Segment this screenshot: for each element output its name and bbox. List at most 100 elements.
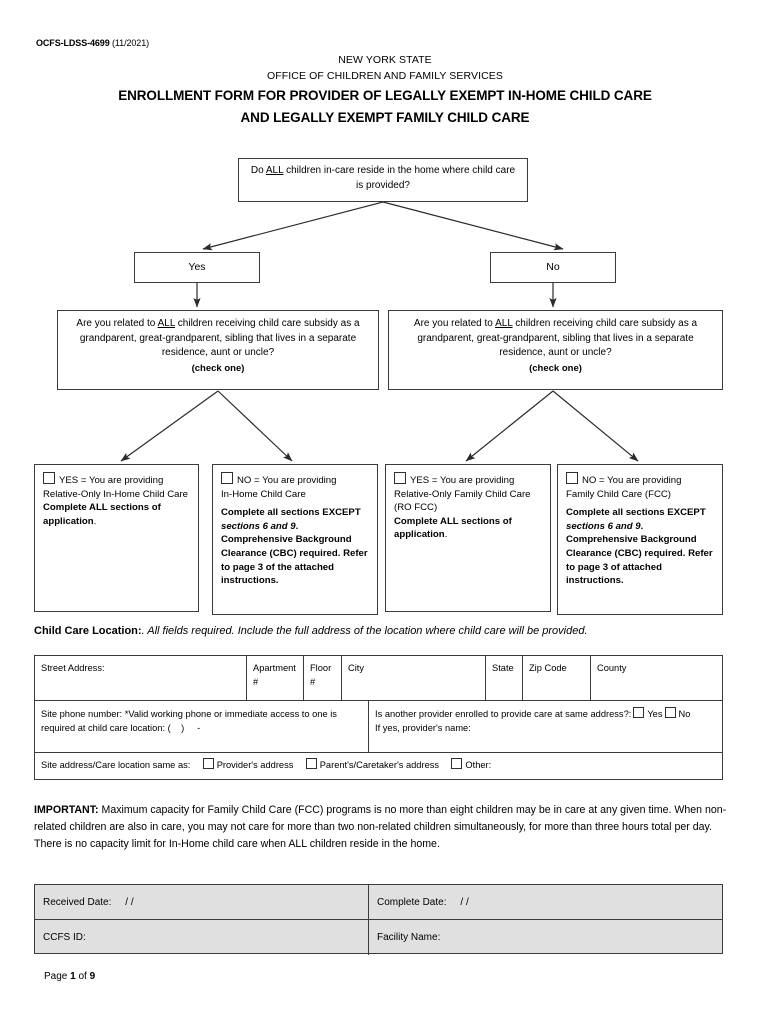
- label-received-date: Received Date:: [43, 897, 112, 908]
- related-right-text-before: Are you related to: [413, 318, 496, 329]
- field-county[interactable]: County: [591, 656, 722, 700]
- other-provider-yes-label: Yes: [647, 709, 663, 719]
- branch-box-no: No: [490, 252, 616, 283]
- site-phone-line1: Site phone number: *Valid working phone …: [41, 709, 337, 719]
- office-use-row-dates: Received Date: / / Complete Date: / /: [35, 885, 722, 920]
- phone-and-other-provider-row: Site phone number: *Valid working phone …: [35, 701, 722, 753]
- site-phone-dash: -: [197, 723, 201, 734]
- label-facility-name: Facility Name:: [377, 932, 441, 943]
- page-footer: Page 1 of 9: [44, 971, 95, 982]
- outcome1-instruction-line2: application.: [43, 515, 190, 529]
- footer-page-total: 9: [89, 971, 96, 982]
- field-city[interactable]: City: [342, 656, 486, 700]
- field-floor[interactable]: Floor #: [304, 656, 342, 700]
- field-site-address-same-as[interactable]: Site address/Care location same as: Prov…: [35, 753, 722, 779]
- outcome4-instruction-sections: sections 6 and 9: [566, 520, 641, 532]
- checkbox-other-provider-no[interactable]: [664, 707, 676, 718]
- checkbox-in-home[interactable]: [221, 472, 233, 484]
- related-left-text-after: children receiving child care subsidy as…: [79, 318, 360, 358]
- outcome2-instruction: Complete all sections EXCEPT sections 6 …: [221, 506, 369, 588]
- child-care-location-table: Street Address: Apartment # Floor # City…: [34, 655, 723, 780]
- office-use-table: Received Date: / / Complete Date: / / CC…: [34, 884, 723, 955]
- outcome-box-fcc: NO = You are providing Family Child Care…: [557, 464, 723, 615]
- related-left-text-before: Are you related to: [76, 318, 158, 329]
- outcome3-instruction-period: .: [444, 529, 448, 541]
- outcome3-label: YES = You are providing: [410, 475, 515, 486]
- field-complete-date[interactable]: Complete Date: / /: [369, 885, 722, 919]
- outcome-box-in-home: NO = You are providing In-Home Child Car…: [212, 464, 378, 615]
- same-as-option-provider: Provider's address: [216, 760, 294, 770]
- child-care-location-note: . All fields required. Include the full …: [141, 625, 588, 637]
- label-state: State: [492, 663, 514, 673]
- branch-no-label: No: [546, 261, 560, 273]
- field-facility-name[interactable]: Facility Name:: [369, 920, 722, 955]
- outcome2-instruction-sections: sections 6 and 9: [221, 520, 296, 532]
- outcome-box-relative-only-in-home: YES = You are providing Relative-Only In…: [34, 464, 199, 612]
- outcome3-line3: (RO FCC): [394, 502, 438, 514]
- decision-question-related-right: Are you related to ALL children receivin…: [388, 310, 723, 390]
- outcome1-label: YES = You are providing: [59, 475, 164, 486]
- question1-text-after: children in-care reside in the home wher…: [283, 165, 516, 191]
- outcome2-label: NO = You are providing: [237, 475, 337, 486]
- checkbox-other-address[interactable]: [451, 758, 463, 769]
- checkbox-relative-only-fcc[interactable]: [394, 472, 406, 484]
- outcome4-line2: Family Child Care (FCC): [566, 488, 672, 500]
- outcome2-line2: In-Home Child Care: [221, 488, 306, 500]
- same-as-option-parent: Parent's/Caretaker's address: [319, 760, 440, 770]
- outcome3-instruction-line1: Complete ALL sections of: [394, 515, 512, 527]
- field-site-phone-number[interactable]: Site phone number: *Valid working phone …: [35, 701, 369, 752]
- checkbox-parents-caretakers-address[interactable]: [305, 758, 317, 769]
- important-text: Maximum capacity for Family Child Care (…: [34, 804, 727, 851]
- form-number-code: OCFS-LDSS-4699: [36, 38, 110, 48]
- label-zip-code: Zip Code: [529, 663, 567, 673]
- eligibility-flowchart: Do ALL children in-care reside in the ho…: [34, 158, 723, 615]
- outcome4-label: NO = You are providing: [582, 475, 682, 486]
- outcome4-instruction-pre: Complete all sections EXCEPT: [566, 507, 706, 519]
- checkbox-fcc[interactable]: [566, 472, 578, 484]
- other-provider-question-line: Is another provider enrolled to provide …: [375, 707, 716, 721]
- checkbox-providers-address[interactable]: [202, 758, 214, 769]
- label-floor: Floor #: [310, 663, 332, 688]
- field-received-date[interactable]: Received Date: / /: [35, 885, 369, 919]
- flowchart-connector-lines: [120, 201, 639, 462]
- outcome-box-relative-only-fcc: YES = You are providing Relative-Only Fa…: [385, 464, 551, 612]
- field-zip-code[interactable]: Zip Code: [523, 656, 591, 700]
- decision-question-related-left: Are you related to ALL children receivin…: [57, 310, 379, 390]
- outcome3-instruction-line2: application.: [394, 528, 542, 542]
- field-ccfs-id[interactable]: CCFS ID:: [35, 920, 369, 955]
- child-care-location-heading: Child Care Location:. All fields require…: [34, 625, 588, 637]
- important-notice: IMPORTANT: Maximum capacity for Family C…: [34, 802, 734, 853]
- other-provider-question: Is another provider enrolled to provide …: [375, 709, 632, 719]
- label-apartment: Apartment #: [253, 663, 296, 688]
- field-other-provider[interactable]: Is another provider enrolled to provide …: [369, 701, 722, 752]
- site-phone-paren-close: ): [181, 723, 185, 734]
- field-state[interactable]: State: [486, 656, 523, 700]
- field-apartment[interactable]: Apartment #: [247, 656, 304, 700]
- field-street-address[interactable]: Street Address:: [35, 656, 247, 700]
- outcome2-instruction-post: . Comprehensive Background Clearance (CB…: [221, 520, 368, 587]
- same-as-option-other: Other:: [465, 760, 492, 770]
- outcome1-instruction-line1: Complete ALL sections of: [43, 502, 161, 514]
- outcome3-instruction-word: application: [394, 529, 445, 541]
- related-left-emphasis: ALL: [157, 318, 176, 329]
- page-title-line1: ENROLLMENT FORM FOR PROVIDER OF LEGALLY …: [118, 88, 652, 103]
- same-as-line: Site address/Care location same as: Prov…: [41, 758, 716, 772]
- label-city: City: [348, 663, 365, 673]
- question1-emphasis: ALL: [265, 165, 284, 176]
- label-county: County: [597, 663, 627, 673]
- same-as-label: Site address/Care location same as:: [41, 760, 191, 770]
- page-title-line2: AND LEGALLY EXEMPT FAMILY CHILD CARE: [240, 110, 530, 125]
- form-revision-date: (11/2021): [112, 38, 149, 48]
- footer-page-middle: of: [75, 971, 90, 982]
- outcome3-line2: Relative-Only Family Child Care: [394, 488, 531, 500]
- question1-text-before: Do: [250, 165, 266, 176]
- outcome2-instruction-pre: Complete all sections EXCEPT: [221, 507, 361, 519]
- footer-page-current: 1: [70, 971, 76, 982]
- value-received-date: / /: [125, 897, 134, 908]
- checkbox-other-provider-yes[interactable]: [633, 707, 645, 718]
- checkbox-relative-only-in-home[interactable]: [43, 472, 55, 484]
- related-right-emphasis: ALL: [495, 318, 513, 329]
- outcome1-instruction-word: application: [43, 515, 94, 527]
- important-label: IMPORTANT:: [34, 804, 99, 816]
